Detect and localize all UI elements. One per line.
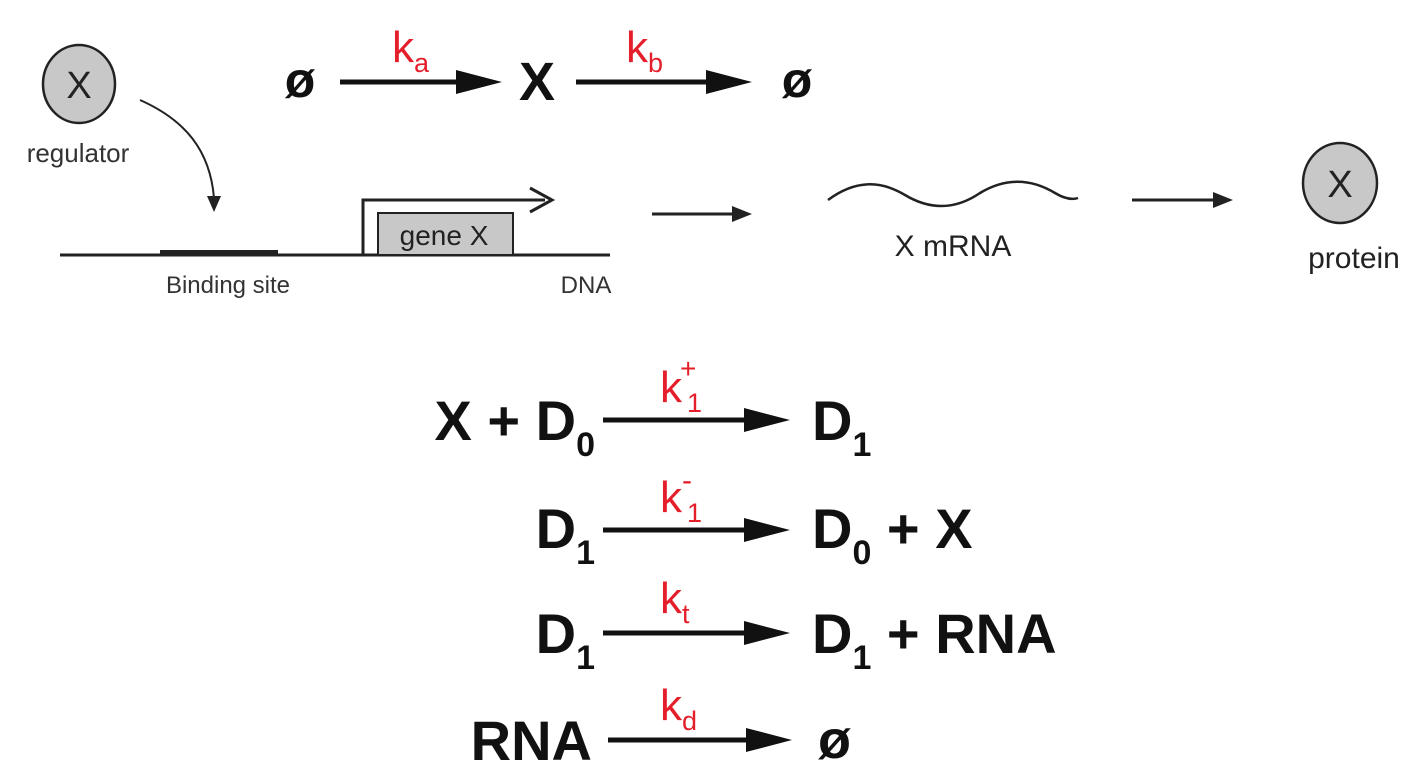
- top-reaction: ø ka X kb ø: [285, 23, 813, 112]
- rate-ka: ka: [392, 23, 430, 78]
- promoter-arrow: [361, 186, 556, 255]
- reaction-3-rate-base: k: [660, 574, 683, 623]
- top-product-null: ø: [782, 52, 813, 108]
- reaction-row-1: X + D0 k+ 1 D1: [434, 353, 871, 464]
- reaction-3-rate: kt: [660, 574, 690, 629]
- reaction-1-left-main: X + D: [434, 389, 576, 452]
- reaction-3-right-tail: + RNA: [871, 602, 1056, 665]
- reaction-1-arrow: [603, 408, 790, 432]
- reaction-2-right: D0 + X: [812, 497, 973, 572]
- reaction-1-right-sub: 1: [852, 426, 871, 464]
- reaction-2-arrow: [603, 518, 790, 542]
- reaction-3-arrow: [603, 621, 790, 645]
- reaction-3-right: D1 + RNA: [812, 602, 1057, 677]
- dna-label: DNA: [561, 272, 612, 299]
- top-arrow-2: [576, 70, 752, 94]
- gene-schematic: X regulator Binding site DNA gene X X mR…: [27, 43, 1400, 299]
- reaction-4-rate-sub: d: [682, 706, 697, 736]
- protein-symbol: X: [1327, 164, 1352, 206]
- reaction-3-left-sub: 1: [576, 639, 595, 677]
- binding-site-label: Binding site: [166, 272, 290, 299]
- reaction-2-rate-sup: -: [682, 464, 692, 497]
- binding-arrow: [139, 99, 221, 212]
- reaction-4-right: ø: [818, 710, 851, 770]
- reaction-2-rate-base: k: [660, 473, 683, 522]
- reaction-4-right-main: ø: [818, 710, 851, 770]
- reaction-4-arrow: [608, 728, 792, 752]
- reaction-3-left-main: D: [536, 602, 576, 665]
- regulator-symbol: X: [66, 65, 91, 107]
- protein: X protein: [1301, 141, 1400, 275]
- reaction-1-rate-base: k: [660, 363, 683, 412]
- reaction-row-2: D1 k- 1 D0 + X: [536, 464, 973, 572]
- reaction-4-left: RNA: [471, 709, 592, 772]
- top-arrow-1: [340, 70, 502, 94]
- reaction-2-left-sub: 1: [576, 534, 595, 572]
- reaction-4-rate: kd: [660, 681, 697, 736]
- protein-circle-icon: [1301, 141, 1379, 225]
- rate-ka-sub: a: [414, 48, 430, 78]
- reaction-4-left-main: RNA: [471, 709, 592, 772]
- reaction-1-left: X + D0: [434, 389, 595, 464]
- rate-kb: kb: [626, 23, 663, 78]
- transcription-arrow: [652, 206, 752, 222]
- reaction-1-rate-sub: 1: [687, 388, 702, 418]
- reaction-3-left: D1: [536, 602, 595, 677]
- translation-arrow: [1132, 192, 1233, 208]
- mrna-wave-icon: [827, 180, 1079, 208]
- reaction-4-rate-base: k: [660, 681, 683, 730]
- reaction-2-rate: k-: [660, 464, 692, 522]
- rate-kb-sub: b: [648, 48, 663, 78]
- reaction-1-right-main: D: [812, 389, 852, 452]
- reaction-3-right-main: D: [812, 602, 852, 665]
- reaction-2-rate-sub: 1: [687, 498, 702, 528]
- reaction-2-right-main: D: [812, 497, 852, 560]
- reaction-2-right-sub: 0: [852, 534, 871, 572]
- reaction-row-4: RNA kd ø: [471, 681, 851, 772]
- protein-label: protein: [1308, 242, 1400, 275]
- reaction-2-left: D1: [536, 497, 595, 572]
- regulator-label: regulator: [27, 138, 130, 168]
- gene-box: [377, 212, 514, 256]
- reaction-1-left-sub: 0: [576, 426, 595, 464]
- reaction-1-rate-sup: +: [680, 353, 696, 384]
- reaction-row-3: D1 kt D1 + RNA: [536, 574, 1057, 677]
- top-species-x: X: [519, 52, 555, 112]
- rate-kb-base: k: [626, 23, 649, 72]
- regulator-circle-icon: [41, 43, 117, 125]
- rate-ka-base: k: [392, 23, 415, 72]
- reaction-list: X + D0 k+ 1 D1 D1 k- 1 D0 + X D1: [434, 353, 1056, 772]
- regulator: X regulator: [27, 43, 130, 168]
- reaction-2-right-tail: + X: [871, 497, 972, 560]
- reaction-3-rate-sub: t: [682, 599, 690, 629]
- mrna-label: X mRNA: [895, 230, 1012, 263]
- reaction-1-rate: k+: [660, 353, 696, 412]
- reaction-1-right: D1: [812, 389, 871, 464]
- top-reactant-null: ø: [285, 52, 316, 108]
- gene-label: gene X: [400, 220, 489, 251]
- reaction-2-left-main: D: [536, 497, 576, 560]
- reaction-3-right-sub: 1: [852, 639, 871, 677]
